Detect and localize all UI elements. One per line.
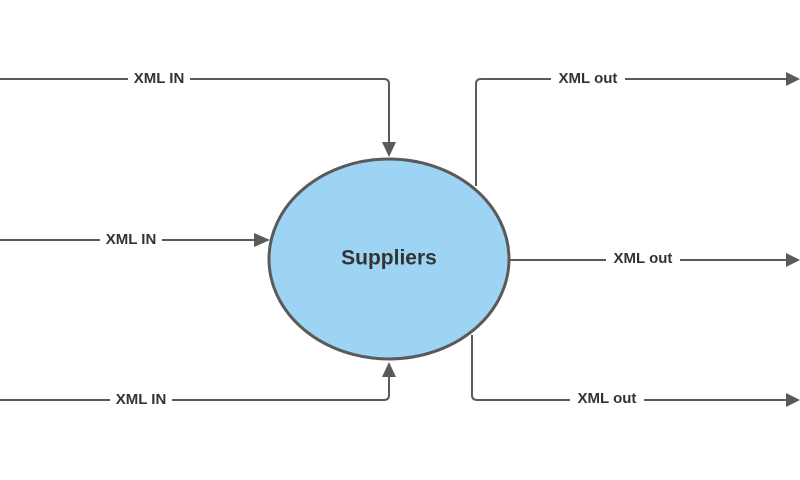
arrow-right-icon (254, 233, 270, 247)
input-label-bottom: XML IN (110, 390, 172, 410)
output-label-middle: XML out (606, 250, 680, 270)
output-label-text: XML out (578, 390, 637, 407)
arrow-right-icon (786, 72, 800, 86)
input-label-top: XML IN (128, 69, 190, 89)
output-label-bottom: XML out (570, 390, 644, 410)
input-label-middle: XML IN (100, 230, 162, 250)
output-edge-bottom[interactable] (471, 335, 800, 407)
arrow-down-icon (382, 142, 396, 157)
suppliers-label: Suppliers (341, 247, 437, 270)
output-label-top: XML out (551, 69, 625, 89)
arrow-right-icon (786, 253, 800, 267)
suppliers-ellipse (267, 157, 511, 361)
arrow-up-icon (382, 362, 396, 377)
output-label-text: XML out (559, 70, 618, 87)
input-label-text: XML IN (116, 391, 167, 408)
suppliers-node[interactable]: Suppliers (267, 157, 511, 361)
input-label-text: XML IN (106, 231, 157, 248)
input-edge-top[interactable] (0, 78, 396, 157)
output-edge-top[interactable] (475, 72, 800, 186)
arrow-right-icon (786, 393, 800, 407)
output-label-text: XML out (614, 250, 673, 267)
input-label-text: XML IN (134, 70, 185, 87)
input-edge-bottom[interactable] (0, 362, 396, 401)
